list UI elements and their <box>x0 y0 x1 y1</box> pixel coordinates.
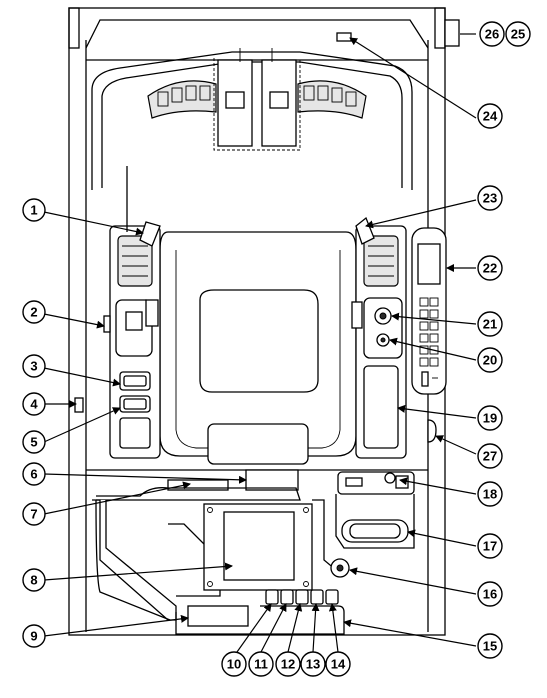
callout-22: 22 <box>477 255 503 281</box>
svg-text:22: 22 <box>483 261 497 276</box>
foot-pedals <box>147 48 367 151</box>
svg-text:6: 6 <box>30 467 37 482</box>
callout-14: 14 <box>325 651 351 677</box>
callout-3: 3 <box>22 354 46 378</box>
callout-20: 20 <box>477 347 503 373</box>
dome-light <box>336 32 352 42</box>
svg-text:1: 1 <box>30 203 37 218</box>
callout-5: 5 <box>22 430 46 454</box>
svg-text:3: 3 <box>30 359 37 374</box>
svg-text:10: 10 <box>227 657 241 672</box>
svg-text:14: 14 <box>331 657 346 672</box>
side-switch <box>74 397 84 413</box>
callout-19: 19 <box>477 405 503 431</box>
svg-text:24: 24 <box>483 109 498 124</box>
callout-26: 26 <box>479 21 505 47</box>
svg-text:5: 5 <box>30 435 37 450</box>
callout-9: 9 <box>22 624 46 648</box>
operator-seat <box>159 231 357 465</box>
callout-12: 12 <box>275 651 301 677</box>
svg-text:11: 11 <box>254 657 268 672</box>
callout-18: 18 <box>477 481 503 507</box>
callouts: 1 2 3 4 5 6 7 8 9 10 11 12 13 14 15 16 1… <box>22 21 531 677</box>
callout-15: 15 <box>477 633 503 659</box>
callout-17: 17 <box>477 533 503 559</box>
svg-text:26: 26 <box>485 27 499 42</box>
exterior-bracket <box>444 19 460 47</box>
svg-text:19: 19 <box>483 411 497 426</box>
leader-lines <box>43 33 477 653</box>
svg-text:2: 2 <box>30 305 37 320</box>
left-console <box>74 166 161 459</box>
callout-4: 4 <box>22 392 46 416</box>
svg-text:4: 4 <box>30 397 38 412</box>
callout-10: 10 <box>221 651 247 677</box>
svg-text:25: 25 <box>511 27 525 42</box>
callout-6: 6 <box>22 462 46 486</box>
callout-27: 27 <box>477 443 503 469</box>
svg-text:23: 23 <box>483 191 497 206</box>
callout-8: 8 <box>22 568 46 592</box>
svg-text:7: 7 <box>30 507 37 522</box>
callout-2: 2 <box>22 300 46 324</box>
callout-13: 13 <box>300 651 326 677</box>
svg-text:12: 12 <box>281 657 295 672</box>
svg-text:17: 17 <box>483 539 497 554</box>
callout-11: 11 <box>248 651 274 677</box>
callout-1: 1 <box>22 198 46 222</box>
callout-16: 16 <box>477 581 503 607</box>
right-console <box>351 216 447 459</box>
svg-text:21: 21 <box>483 317 497 332</box>
svg-text:13: 13 <box>306 657 320 672</box>
svg-text:27: 27 <box>483 449 497 464</box>
svg-text:15: 15 <box>483 639 497 654</box>
callout-21: 21 <box>477 311 503 337</box>
svg-text:18: 18 <box>483 487 497 502</box>
svg-text:20: 20 <box>483 353 497 368</box>
callout-25: 25 <box>505 21 531 47</box>
svg-text:9: 9 <box>30 629 37 644</box>
svg-text:16: 16 <box>483 587 497 602</box>
callout-24: 24 <box>477 103 503 129</box>
callout-7: 7 <box>22 502 46 526</box>
svg-text:8: 8 <box>30 573 37 588</box>
callout-23: 23 <box>477 185 503 211</box>
